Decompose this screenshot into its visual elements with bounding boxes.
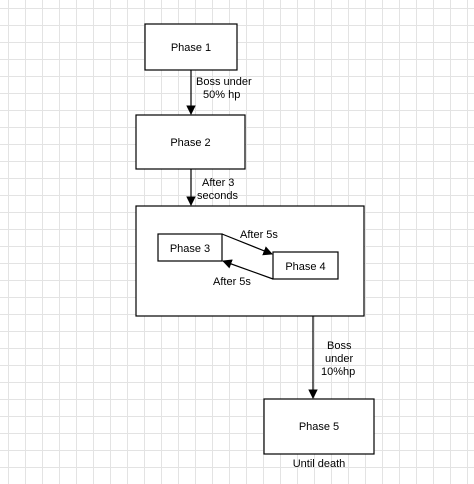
node-phase-4-label: Phase 4 [285, 261, 325, 273]
edge-phase1-to-phase2[interactable]: Boss under 50% hp [186, 70, 252, 115]
edge-phase1-to-phase2-label-line2: 50% hp [203, 89, 240, 101]
node-phase-5-label: Phase 5 [299, 421, 339, 433]
node-phase-3[interactable]: Phase 3 [157, 233, 223, 262]
edge-phase2-to-group-label-line1: After 3 [202, 177, 234, 189]
node-phase-1-label: Phase 1 [171, 42, 211, 54]
edge-phase1-to-phase2-label-line1: Boss under [196, 76, 252, 88]
node-phase-5[interactable]: Phase 5 [263, 398, 375, 455]
note-until-death: Until death [293, 458, 346, 470]
node-phase-2-label: Phase 2 [170, 137, 210, 149]
edge-phase4-to-phase3-label: After 5s [213, 276, 251, 288]
edge-group-to-phase5-label-line3: 10%hp [321, 366, 355, 378]
edge-group-to-phase5[interactable]: Boss under 10%hp [308, 316, 355, 399]
edge-group-to-phase5-label-line2: under [325, 353, 353, 365]
node-phase-2[interactable]: Phase 2 [135, 114, 246, 170]
edge-phase4-to-phase3[interactable]: After 5s [213, 259, 274, 288]
edge-phase2-to-group[interactable]: After 3 seconds [186, 169, 238, 206]
edge-phase2-to-group-label-line2: seconds [197, 190, 238, 202]
edge-group-to-phase5-label-line1: Boss [327, 340, 352, 352]
node-phase-1[interactable]: Phase 1 [144, 23, 238, 71]
edge-phase3-to-phase4[interactable]: After 5s [221, 229, 278, 256]
node-phase-4[interactable]: Phase 4 [272, 251, 339, 280]
node-phase-3-label: Phase 3 [170, 243, 210, 255]
edge-phase3-to-phase4-label: After 5s [240, 229, 278, 241]
